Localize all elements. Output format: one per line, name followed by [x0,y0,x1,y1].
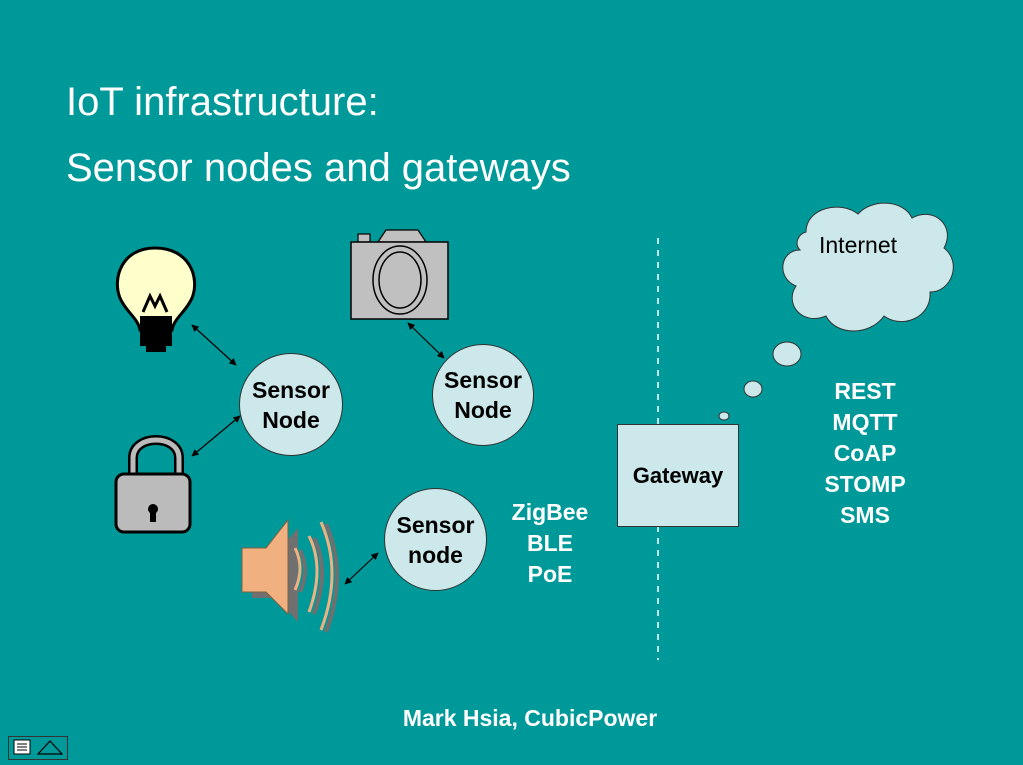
author-credit: Mark Hsia, CubicPower [402,705,658,731]
speaker-icon [241,518,339,633]
cloud-protocol-item: REST [834,378,896,404]
radio-protocol-item: PoE [527,561,573,587]
cloud-protocol-list: REST MQTT CoAP STOMP SMS [800,376,930,531]
sensor-node-2: Sensor Node [432,344,534,446]
cloud-protocol-item: MQTT [832,409,898,435]
sensor-node-3-line1: Sensor [396,511,475,538]
slide-title-line2: Sensor nodes and gateways [66,146,571,190]
radio-protocol-item: BLE [527,530,573,556]
cloud-protocol-item: CoAP [833,440,897,466]
cloud-protocol-item: SMS [840,502,890,528]
gateway-box: Gateway [617,424,739,527]
lock-node-connector [191,415,241,457]
cloud-protocol-item: STOMP [824,471,906,497]
light-bulb-icon [115,246,197,352]
sensor-node-1-line2: Node [262,406,320,433]
sensor-node-2-line1: Sensor [444,367,522,393]
camera-icon [350,229,449,320]
bulb-node-connector [191,324,237,366]
sensor-node-1: Sensor Node [239,353,343,456]
gateway-label: Gateway [632,462,724,488]
sensor-node-3: Sensor node [384,488,487,591]
camera-node-connector [407,322,445,359]
internet-cloud [718,202,954,421]
radio-protocol-list: ZigBee BLE PoE [490,497,610,590]
sensor-node-2-line2: Node [454,397,512,423]
sensor-node-1-line1: Sensor [252,376,330,403]
slide-title-line1: IoT infrastructure: [66,80,379,124]
sensor-node-3-line2: node [408,541,463,568]
slide-nav-box[interactable] [8,736,68,760]
padlock-icon [114,435,192,534]
speaker-node-connector [344,552,379,585]
slide-nav-icon [13,739,64,755]
internet-label: Internet [819,232,897,258]
radio-protocol-item: ZigBee [511,499,589,525]
